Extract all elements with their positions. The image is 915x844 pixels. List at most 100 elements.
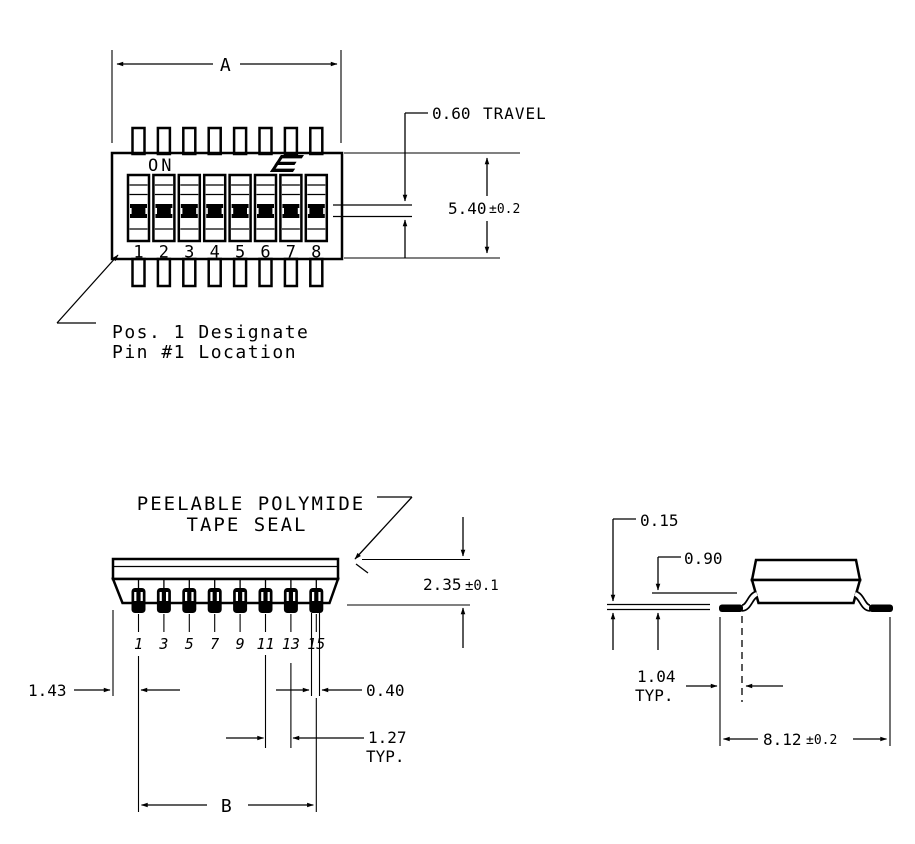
switch-actuator: [257, 204, 274, 218]
top-pin: [207, 126, 222, 156]
switch-body-front-view: [111, 577, 340, 605]
bottom-pin: [309, 257, 324, 288]
overall-span-dim-value: 8.12: [763, 730, 802, 749]
position-number: 7: [286, 243, 296, 263]
dip-switch-position: 1: [126, 173, 151, 263]
position-number: 2: [159, 243, 169, 263]
overall-span-dim-tolerance: ±0.2: [806, 733, 837, 748]
dip-switch-position: 2: [152, 173, 176, 263]
dip-switch-position: 8: [304, 173, 329, 263]
pin-pair: [131, 126, 146, 288]
pitch-dim-value: 1.27: [368, 728, 407, 747]
pin-number: 7: [210, 635, 219, 653]
bottom-pin: [283, 257, 299, 288]
top-pin: [182, 126, 197, 156]
height-dim-value: 5.40: [448, 199, 487, 218]
pos1-note-line1: Pos. 1 Designate: [112, 322, 309, 343]
switch-actuator: [130, 204, 147, 218]
position-number: 5: [235, 243, 245, 263]
pin-number: 5: [185, 635, 194, 653]
tape-seal-band: [111, 557, 340, 581]
pin-foot: [233, 588, 248, 613]
tape-seal-note-line1: PEELABLE POLYMIDE: [137, 493, 365, 515]
pin-foot: [283, 588, 298, 613]
dip-switch-position: 3: [177, 173, 202, 263]
travel-dim-value: 0.60: [432, 104, 471, 123]
pin-pair: [309, 126, 324, 288]
pin-number: 1: [134, 635, 143, 653]
top-pin: [232, 126, 248, 156]
foot-length-dim-suffix: TYP.: [635, 686, 674, 705]
front-pin: 1: [131, 579, 146, 653]
pin-pair: [283, 126, 299, 288]
front-pin: 3: [156, 579, 171, 653]
bottom-pin: [207, 257, 222, 288]
body-height-dim-tolerance: ±0.1: [465, 578, 499, 594]
end-view: 0.15 0.90 1.04 TYP. 8.12 ±0.2: [607, 511, 893, 749]
pin-foot: [258, 588, 273, 613]
pin-number: 15: [307, 635, 325, 653]
foot-length-dim-value: 1.04: [637, 667, 676, 686]
pin-width-dim-value: 0.40: [366, 681, 405, 700]
pin-number: 11: [256, 635, 274, 653]
position-number: 4: [210, 243, 220, 263]
switch-actuator: [180, 204, 198, 218]
pitch-dim-suffix: TYP.: [366, 747, 405, 766]
right-lead-foot: [869, 604, 893, 612]
left-lead-foot: [719, 604, 743, 612]
dip-switch-position: 4: [202, 173, 227, 263]
switch-actuator: [206, 204, 224, 218]
front-pin: 9: [233, 579, 248, 653]
position-number: 8: [311, 243, 321, 263]
top-pin: [283, 126, 299, 156]
tape-seal-note-line2: TAPE SEAL: [187, 514, 308, 536]
pin-number: 9: [236, 635, 245, 653]
front-pin: 13: [282, 579, 300, 653]
bottom-pin: [232, 257, 248, 288]
lead-height-dim-value: 0.90: [684, 549, 723, 568]
pin-pair: [258, 126, 273, 288]
position-number: 1: [133, 243, 143, 263]
bottom-pin: [156, 257, 172, 288]
switch-actuator: [307, 204, 325, 218]
top-pin: [156, 126, 172, 156]
height-dim-tolerance: ±0.2: [489, 202, 520, 217]
position-number: 3: [184, 243, 194, 263]
pin-foot: [207, 588, 222, 613]
front-pin: 7: [207, 579, 222, 653]
top-view-pins: [131, 126, 324, 288]
pos1-note-line2: Pin #1 Location: [112, 342, 297, 363]
bottom-pin: [182, 257, 197, 288]
dip-switch-position: 6: [253, 173, 278, 263]
dim-overall-width-label: A: [220, 55, 232, 76]
travel-dim-word: TRAVEL: [483, 104, 547, 123]
pin-foot: [131, 588, 146, 613]
bottom-pin: [258, 257, 273, 288]
bottom-pin: [131, 257, 146, 288]
brand-e-logo-icon: [269, 155, 304, 173]
pin-foot: [182, 588, 197, 613]
pin-number: 13: [282, 635, 300, 653]
top-pin: [258, 126, 273, 156]
dip-switch-position: 7: [279, 173, 303, 263]
pin-number: 3: [158, 635, 168, 653]
switch-lid-end-view: [750, 558, 862, 582]
pin-foot: [156, 588, 171, 613]
standoff-dim-value: 0.15: [640, 511, 679, 530]
pin-span-dim-label: B: [221, 796, 233, 817]
switch-actuator: [231, 204, 249, 218]
pin-foot: [309, 588, 324, 613]
switch-body-end-view: [750, 578, 862, 605]
dip-switch-position: 5: [228, 173, 252, 263]
front-pin: 11: [256, 579, 275, 653]
front-pin: 15: [307, 579, 325, 653]
body-height-dim-value: 2.35: [423, 575, 462, 594]
switch-actuator: [282, 204, 300, 218]
top-pin: [309, 126, 324, 156]
